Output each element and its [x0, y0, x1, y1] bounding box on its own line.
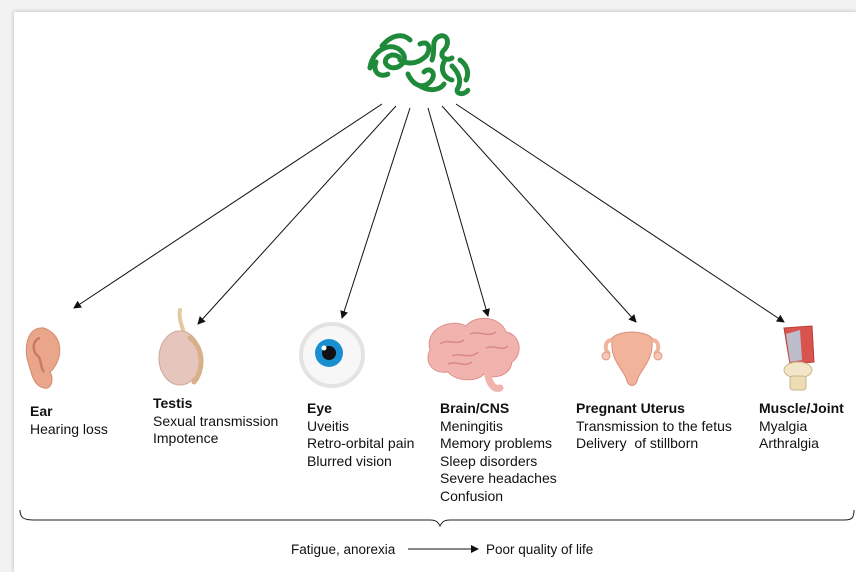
- organ-name: Brain/CNS: [440, 400, 557, 418]
- arrow-to-brain: [428, 108, 488, 316]
- arrow-to-eye: [342, 108, 410, 318]
- organ-name: Muscle/Joint: [759, 400, 844, 418]
- organ-name: Pregnant Uterus: [576, 400, 732, 418]
- arrow-to-muscle: [456, 104, 784, 322]
- symptom: Sleep disorders: [440, 453, 557, 471]
- symptom: Arthralgia: [759, 435, 844, 453]
- brain-icon: [428, 318, 519, 388]
- arrow-to-uterus: [442, 106, 636, 322]
- organ-testis: Testis Sexual transmission Impotence: [153, 395, 278, 448]
- symptom: Severe headaches: [440, 470, 557, 488]
- virus-icon: [370, 36, 468, 94]
- symptom: Sexual transmission: [153, 413, 278, 431]
- arrow-to-testis: [198, 106, 396, 324]
- testis-icon: [159, 310, 201, 385]
- symptom: Impotence: [153, 430, 278, 448]
- bottom-left-text: Fatigue, anorexia: [291, 542, 395, 557]
- symptom: Transmission to the fetus: [576, 418, 732, 436]
- organ-eye: Eye Uveitis Retro-orbital pain Blurred v…: [307, 400, 414, 470]
- symptom: Blurred vision: [307, 453, 414, 471]
- brace: [20, 510, 854, 526]
- symptom: Delivery of stillborn: [576, 435, 732, 453]
- organ-uterus: Pregnant Uterus Transmission to the fetu…: [576, 400, 732, 453]
- uterus-icon: [602, 332, 662, 386]
- eye-icon: [301, 324, 363, 386]
- symptom: Uveitis: [307, 418, 414, 436]
- diagram-canvas: [14, 12, 856, 572]
- symptom: Confusion: [440, 488, 557, 506]
- arrows: [74, 104, 784, 324]
- symptom: Myalgia: [759, 418, 844, 436]
- symptom: Memory problems: [440, 435, 557, 453]
- organ-muscle-joint: Muscle/Joint Myalgia Arthralgia: [759, 400, 844, 453]
- bottom-right-text: Poor quality of life: [486, 542, 593, 557]
- organ-name: Ear: [30, 403, 108, 421]
- organ-name: Testis: [153, 395, 278, 413]
- muscle-joint-icon: [784, 326, 814, 390]
- organ-ear: Ear Hearing loss: [30, 403, 108, 438]
- symptom: Meningitis: [440, 418, 557, 436]
- symptom: Retro-orbital pain: [307, 435, 414, 453]
- organ-name: Eye: [307, 400, 414, 418]
- organ-brain: Brain/CNS Meningitis Memory problems Sle…: [440, 400, 557, 505]
- arrow-to-ear: [74, 104, 382, 308]
- symptom: Hearing loss: [30, 421, 108, 439]
- ear-icon: [26, 328, 59, 388]
